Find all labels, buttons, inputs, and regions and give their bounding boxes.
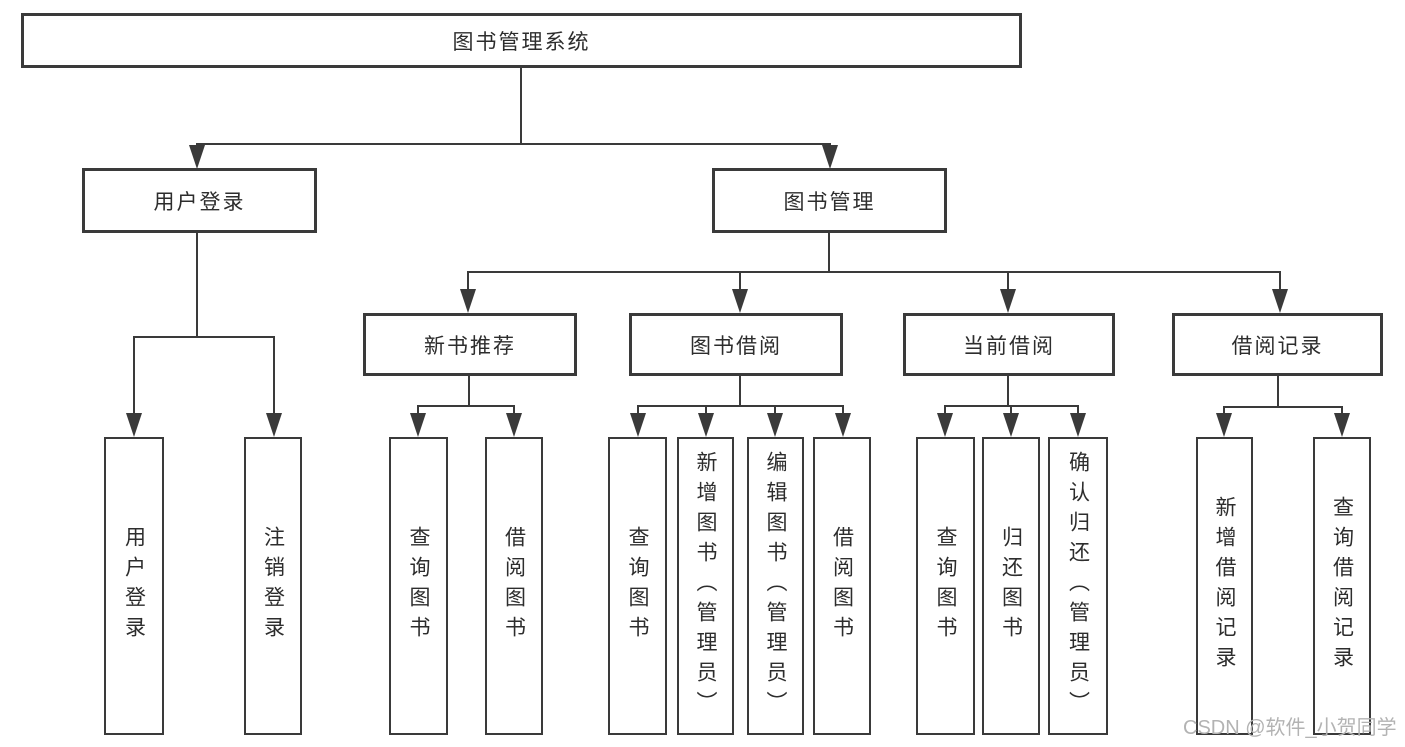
- node-label: 图书管理系统: [452, 30, 591, 54]
- node-borrow-records: 借阅记录: [1172, 313, 1383, 376]
- connector-line: [1223, 406, 1225, 417]
- connector-line: [1010, 405, 1012, 417]
- connector-line: [196, 143, 831, 145]
- arrow-down-icon: [506, 413, 522, 437]
- node-label: 新增借阅记录: [1213, 496, 1236, 676]
- arrow-down-icon: [732, 289, 748, 313]
- arrow-down-icon: [189, 145, 205, 169]
- connector-line: [513, 405, 515, 417]
- leaf-logout: 注销登录: [244, 437, 302, 735]
- leaf-return-book: 归还图书: [982, 437, 1040, 735]
- arrow-down-icon: [1216, 413, 1232, 437]
- connector-line: [1223, 406, 1343, 408]
- node-current-borrow: 当前借阅: [903, 313, 1115, 376]
- arrow-down-icon: [1000, 289, 1016, 313]
- connector-line: [828, 233, 830, 273]
- node-label: 确认归还（管理员）: [1066, 451, 1090, 721]
- node-label: 归还图书: [999, 526, 1023, 646]
- leaf-borrow-book: 借阅图书: [813, 437, 871, 735]
- connector-line: [133, 336, 135, 416]
- leaf-recommend-borrow-book: 借阅图书: [485, 437, 543, 735]
- connector-line: [417, 405, 419, 417]
- node-label: 借阅图书: [830, 526, 854, 646]
- connector-line: [273, 336, 275, 416]
- node-label: 查询图书: [934, 526, 957, 646]
- connector-line: [1341, 406, 1343, 417]
- connector-line: [739, 376, 741, 407]
- arrow-down-icon: [1070, 413, 1086, 437]
- connector-line: [1279, 271, 1281, 291]
- arrow-down-icon: [460, 289, 476, 313]
- arrow-down-icon: [1272, 289, 1288, 313]
- node-label: 图书借阅: [690, 334, 782, 358]
- connector-line: [467, 271, 1281, 273]
- connector-line: [705, 405, 707, 417]
- connector-line: [637, 405, 844, 407]
- arrow-down-icon: [630, 413, 646, 437]
- connector-line: [944, 405, 946, 417]
- connector-line: [842, 405, 844, 417]
- connector-line: [1007, 271, 1009, 291]
- node-user-login: 用户登录: [82, 168, 317, 233]
- node-label: 借阅图书: [502, 526, 526, 646]
- connector-line: [1277, 376, 1279, 408]
- arrow-down-icon: [835, 413, 851, 437]
- node-library-system: 图书管理系统: [21, 13, 1022, 68]
- node-label: 用户登录: [122, 526, 146, 646]
- node-book-borrow: 图书借阅: [629, 313, 843, 376]
- arrow-down-icon: [767, 413, 783, 437]
- node-label: 查询图书: [407, 526, 430, 646]
- connector-line: [467, 271, 469, 291]
- arrow-down-icon: [698, 413, 714, 437]
- connector-line: [417, 405, 515, 407]
- leaf-add-borrow-record: 新增借阅记录: [1196, 437, 1253, 735]
- node-label: 编辑图书（管理员）: [764, 451, 787, 721]
- leaf-confirm-return-admin: 确认归还（管理员）: [1048, 437, 1108, 735]
- connector-line: [520, 68, 522, 145]
- connector-line: [739, 271, 741, 291]
- node-label: 查询图书: [626, 526, 649, 646]
- connector-line: [468, 376, 470, 407]
- leaf-recommend-query-book: 查询图书: [389, 437, 448, 735]
- leaf-user-login: 用户登录: [104, 437, 164, 735]
- leaf-query-borrow-record: 查询借阅记录: [1313, 437, 1371, 735]
- connector-line: [1077, 405, 1079, 417]
- node-new-book-recommend: 新书推荐: [363, 313, 577, 376]
- connector-line: [133, 336, 275, 338]
- connector-line: [637, 405, 639, 417]
- node-label: 图书管理: [783, 190, 876, 214]
- arrow-down-icon: [937, 413, 953, 437]
- csdn-watermark: CSDN @软件_小贺同学: [1183, 717, 1397, 739]
- node-label: 借阅记录: [1231, 334, 1324, 358]
- node-label: 新书推荐: [424, 334, 516, 358]
- arrow-down-icon: [410, 413, 426, 437]
- node-label: 查询借阅记录: [1330, 496, 1354, 676]
- arrow-down-icon: [1334, 413, 1350, 437]
- connector-line: [1007, 376, 1009, 407]
- node-book-management: 图书管理: [712, 168, 947, 233]
- leaf-borrow-query-book: 查询图书: [608, 437, 667, 735]
- leaf-add-book-admin: 新增图书（管理员）: [677, 437, 734, 735]
- arrow-down-icon: [1003, 413, 1019, 437]
- arrow-down-icon: [266, 413, 282, 437]
- node-label: 当前借阅: [963, 334, 1055, 358]
- leaf-current-query-book: 查询图书: [916, 437, 975, 735]
- node-label: 新增图书（管理员）: [694, 451, 717, 721]
- arrow-down-icon: [822, 145, 838, 169]
- node-label: 注销登录: [261, 526, 285, 646]
- leaf-edit-book-admin: 编辑图书（管理员）: [747, 437, 804, 735]
- arrow-down-icon: [126, 413, 142, 437]
- connector-line: [196, 233, 198, 338]
- node-label: 用户登录: [153, 190, 246, 214]
- connector-line: [774, 405, 776, 417]
